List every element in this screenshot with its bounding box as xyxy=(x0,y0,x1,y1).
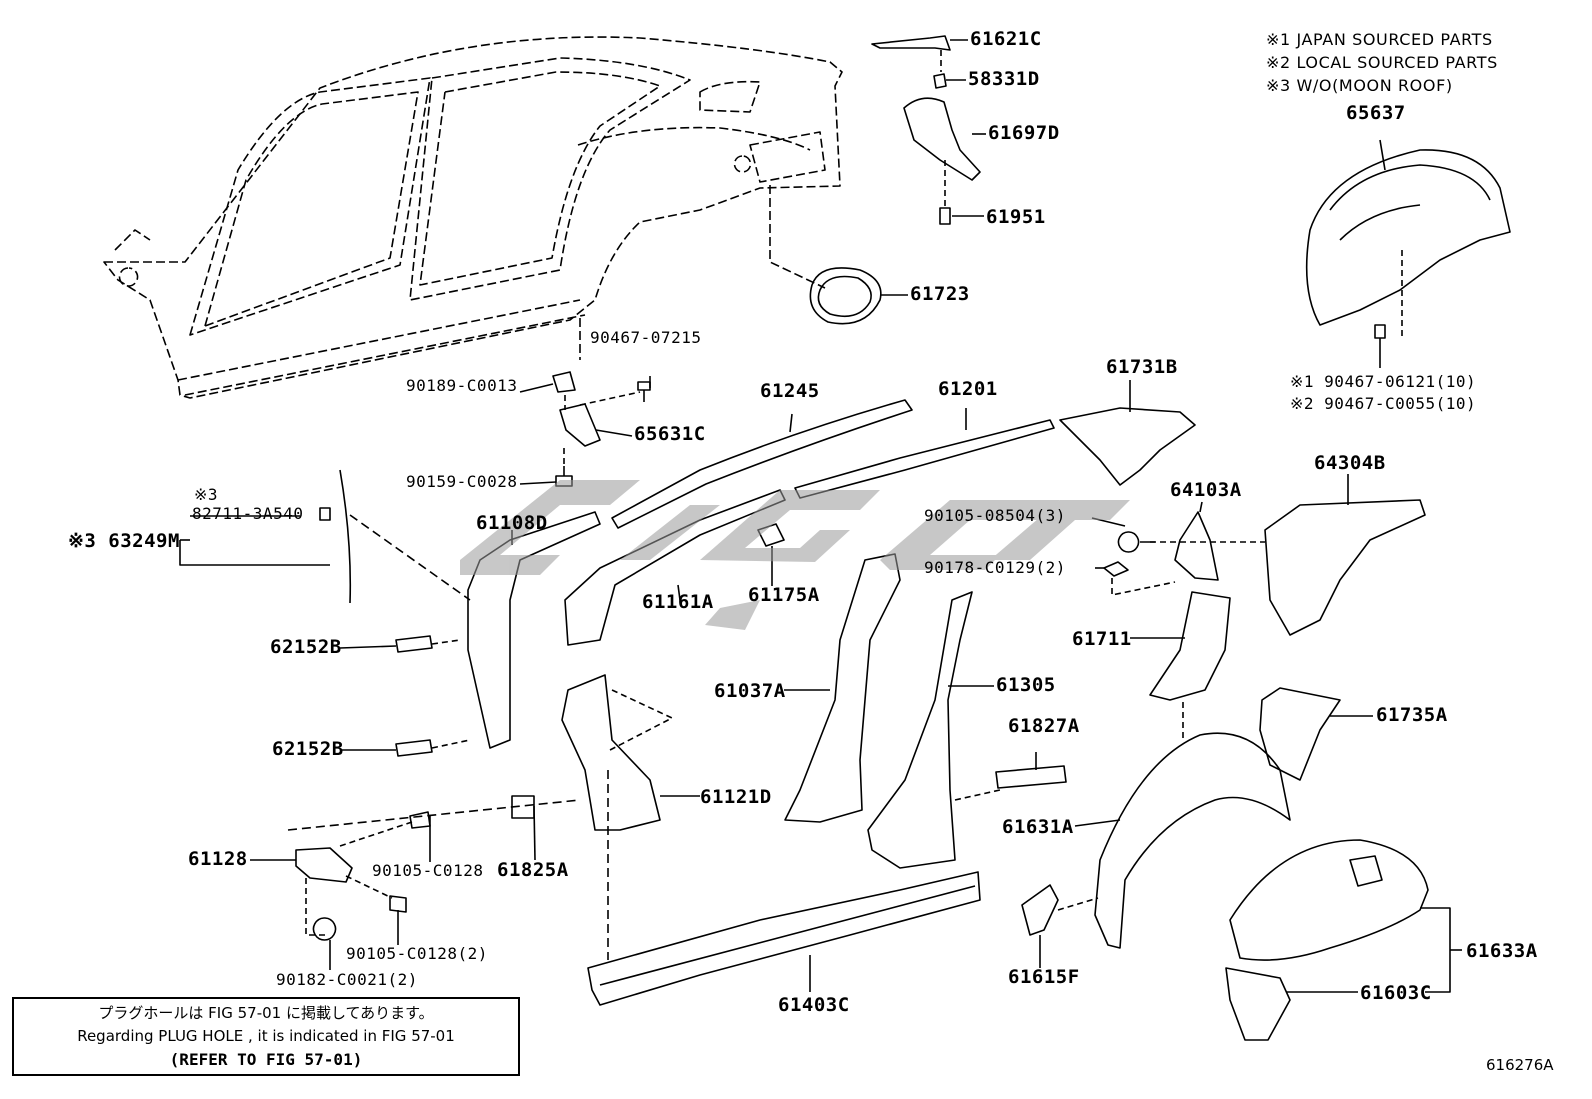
part-61633A xyxy=(1229,839,1429,961)
part-90189-C0013 xyxy=(552,371,576,393)
label-61305[interactable]: 61305 xyxy=(996,674,1056,696)
label-82711-note: ※3 xyxy=(194,485,219,504)
part-61128 xyxy=(295,847,353,883)
label-61403C[interactable]: 61403C xyxy=(778,994,850,1016)
label-63249M[interactable]: ※3 63249M xyxy=(68,530,180,552)
label-61108D[interactable]: 61108D xyxy=(476,512,548,534)
part-61603C xyxy=(1225,967,1291,1041)
label-61951[interactable]: 61951 xyxy=(986,206,1046,228)
label-65631C[interactable]: 65631C xyxy=(634,423,706,445)
part-61697D xyxy=(903,97,981,181)
part-61951 xyxy=(939,207,951,225)
part-90105-08504 xyxy=(1117,531,1155,553)
label-90105-C0128[interactable]: 90105-C0128 xyxy=(372,861,484,880)
part-61615F xyxy=(1021,884,1059,936)
part-62152B-upper xyxy=(395,635,433,653)
part-61121D xyxy=(561,674,661,831)
label-61723[interactable]: 61723 xyxy=(910,283,970,305)
part-90105-C0128 xyxy=(409,811,431,829)
label-82711-3A540[interactable]: 82711-3A540 xyxy=(192,504,304,523)
label-61631A[interactable]: 61631A xyxy=(1002,816,1074,838)
label-61201[interactable]: 61201 xyxy=(938,378,998,400)
label-90467-07215[interactable]: 90467-07215 xyxy=(590,328,702,347)
label-90105-C0128-2[interactable]: 90105-C0128(2) xyxy=(346,944,488,963)
part-61245 xyxy=(611,399,913,529)
part-64304B xyxy=(1264,499,1426,636)
part-65637 xyxy=(1305,149,1511,326)
part-90182-C0021 xyxy=(312,917,337,941)
label-65637[interactable]: 65637 xyxy=(1346,102,1406,124)
part-90105-C0128-2 xyxy=(389,895,407,913)
label-64304B[interactable]: 64304B xyxy=(1314,452,1386,474)
label-61037A[interactable]: 61037A xyxy=(714,680,786,702)
part-61735A xyxy=(1259,687,1341,781)
label-90105-08504[interactable]: 90105-08504(3) xyxy=(924,506,1066,525)
label-90467-06121[interactable]: ※1 90467-06121(10) xyxy=(1290,372,1477,391)
label-90178-C0129[interactable]: 90178-C0129(2) xyxy=(924,558,1066,577)
body-side-outer-panel xyxy=(103,36,843,399)
label-61827A[interactable]: 61827A xyxy=(1008,715,1080,737)
part-64103A xyxy=(1174,511,1219,581)
label-61121D[interactable]: 61121D xyxy=(700,786,772,808)
legend-item-local: ※2 LOCAL SOURCED PARTS xyxy=(1266,53,1498,72)
legend: ※1 JAPAN SOURCED PARTS ※2 LOCAL SOURCED … xyxy=(1266,28,1498,97)
label-90467-C0055[interactable]: ※2 90467-C0055(10) xyxy=(1290,394,1477,413)
part-82711-3A540 xyxy=(319,507,331,521)
part-65631C xyxy=(559,403,601,447)
part-61631A xyxy=(1094,732,1291,949)
part-62152B-lower xyxy=(395,739,433,757)
part-61403C xyxy=(587,871,981,1006)
label-61161A[interactable]: 61161A xyxy=(642,591,714,613)
part-61827A xyxy=(995,765,1067,789)
note-line-english: Regarding PLUG HOLE , it is indicated in… xyxy=(77,1027,455,1045)
part-61621C xyxy=(871,35,951,51)
label-62152B-lower[interactable]: 62152B xyxy=(272,738,344,760)
part-61201 xyxy=(794,419,1055,499)
legend-item-japan: ※1 JAPAN SOURCED PARTS xyxy=(1266,30,1493,49)
part-90178-C0129 xyxy=(1103,561,1129,577)
label-64103A[interactable]: 64103A xyxy=(1170,479,1242,501)
label-61735A[interactable]: 61735A xyxy=(1376,704,1448,726)
label-61621C[interactable]: 61621C xyxy=(970,28,1042,50)
label-61615F[interactable]: 61615F xyxy=(1008,966,1080,988)
figure-number: 616276A xyxy=(1486,1056,1554,1074)
part-90467-07215 xyxy=(637,381,651,402)
label-61175A[interactable]: 61175A xyxy=(748,584,820,606)
label-90159-C0028[interactable]: 90159-C0028 xyxy=(406,472,518,491)
label-61128[interactable]: 61128 xyxy=(188,848,248,870)
label-61603C[interactable]: 61603C xyxy=(1360,982,1432,1004)
plug-hole-note: プラグホールは FIG 57-01 に掲載してあります。 Regarding P… xyxy=(12,997,520,1076)
part-58331D xyxy=(933,73,947,89)
note-line-japanese: プラグホールは FIG 57-01 に掲載してあります。 xyxy=(98,1004,434,1022)
part-61037A xyxy=(784,553,901,823)
label-58331D[interactable]: 58331D xyxy=(968,68,1040,90)
part-61305 xyxy=(867,591,973,869)
part-61723 xyxy=(809,267,882,325)
label-61697D[interactable]: 61697D xyxy=(988,122,1060,144)
part-61161A xyxy=(564,489,786,646)
label-61245[interactable]: 61245 xyxy=(760,380,820,402)
label-90189-C0013[interactable]: 90189-C0013 xyxy=(406,376,518,395)
part-63249M xyxy=(339,469,352,604)
label-62152B-upper[interactable]: 62152B xyxy=(270,636,342,658)
label-90182-C0021[interactable]: 90182-C0021(2) xyxy=(276,970,418,989)
part-61711 xyxy=(1149,591,1231,701)
watermark-logo xyxy=(460,480,1130,630)
label-61731B[interactable]: 61731B xyxy=(1106,356,1178,378)
legend-item-moonroof: ※3 W/O(MOON ROOF) xyxy=(1266,76,1453,95)
part-61731B xyxy=(1059,407,1196,486)
label-61711[interactable]: 61711 xyxy=(1072,628,1132,650)
label-61633A[interactable]: 61633A xyxy=(1466,940,1538,962)
note-reference-link[interactable]: (REFER TO FIG 57-01) xyxy=(169,1050,363,1069)
leader-lines xyxy=(250,39,1462,993)
label-61825A[interactable]: 61825A xyxy=(497,859,569,881)
